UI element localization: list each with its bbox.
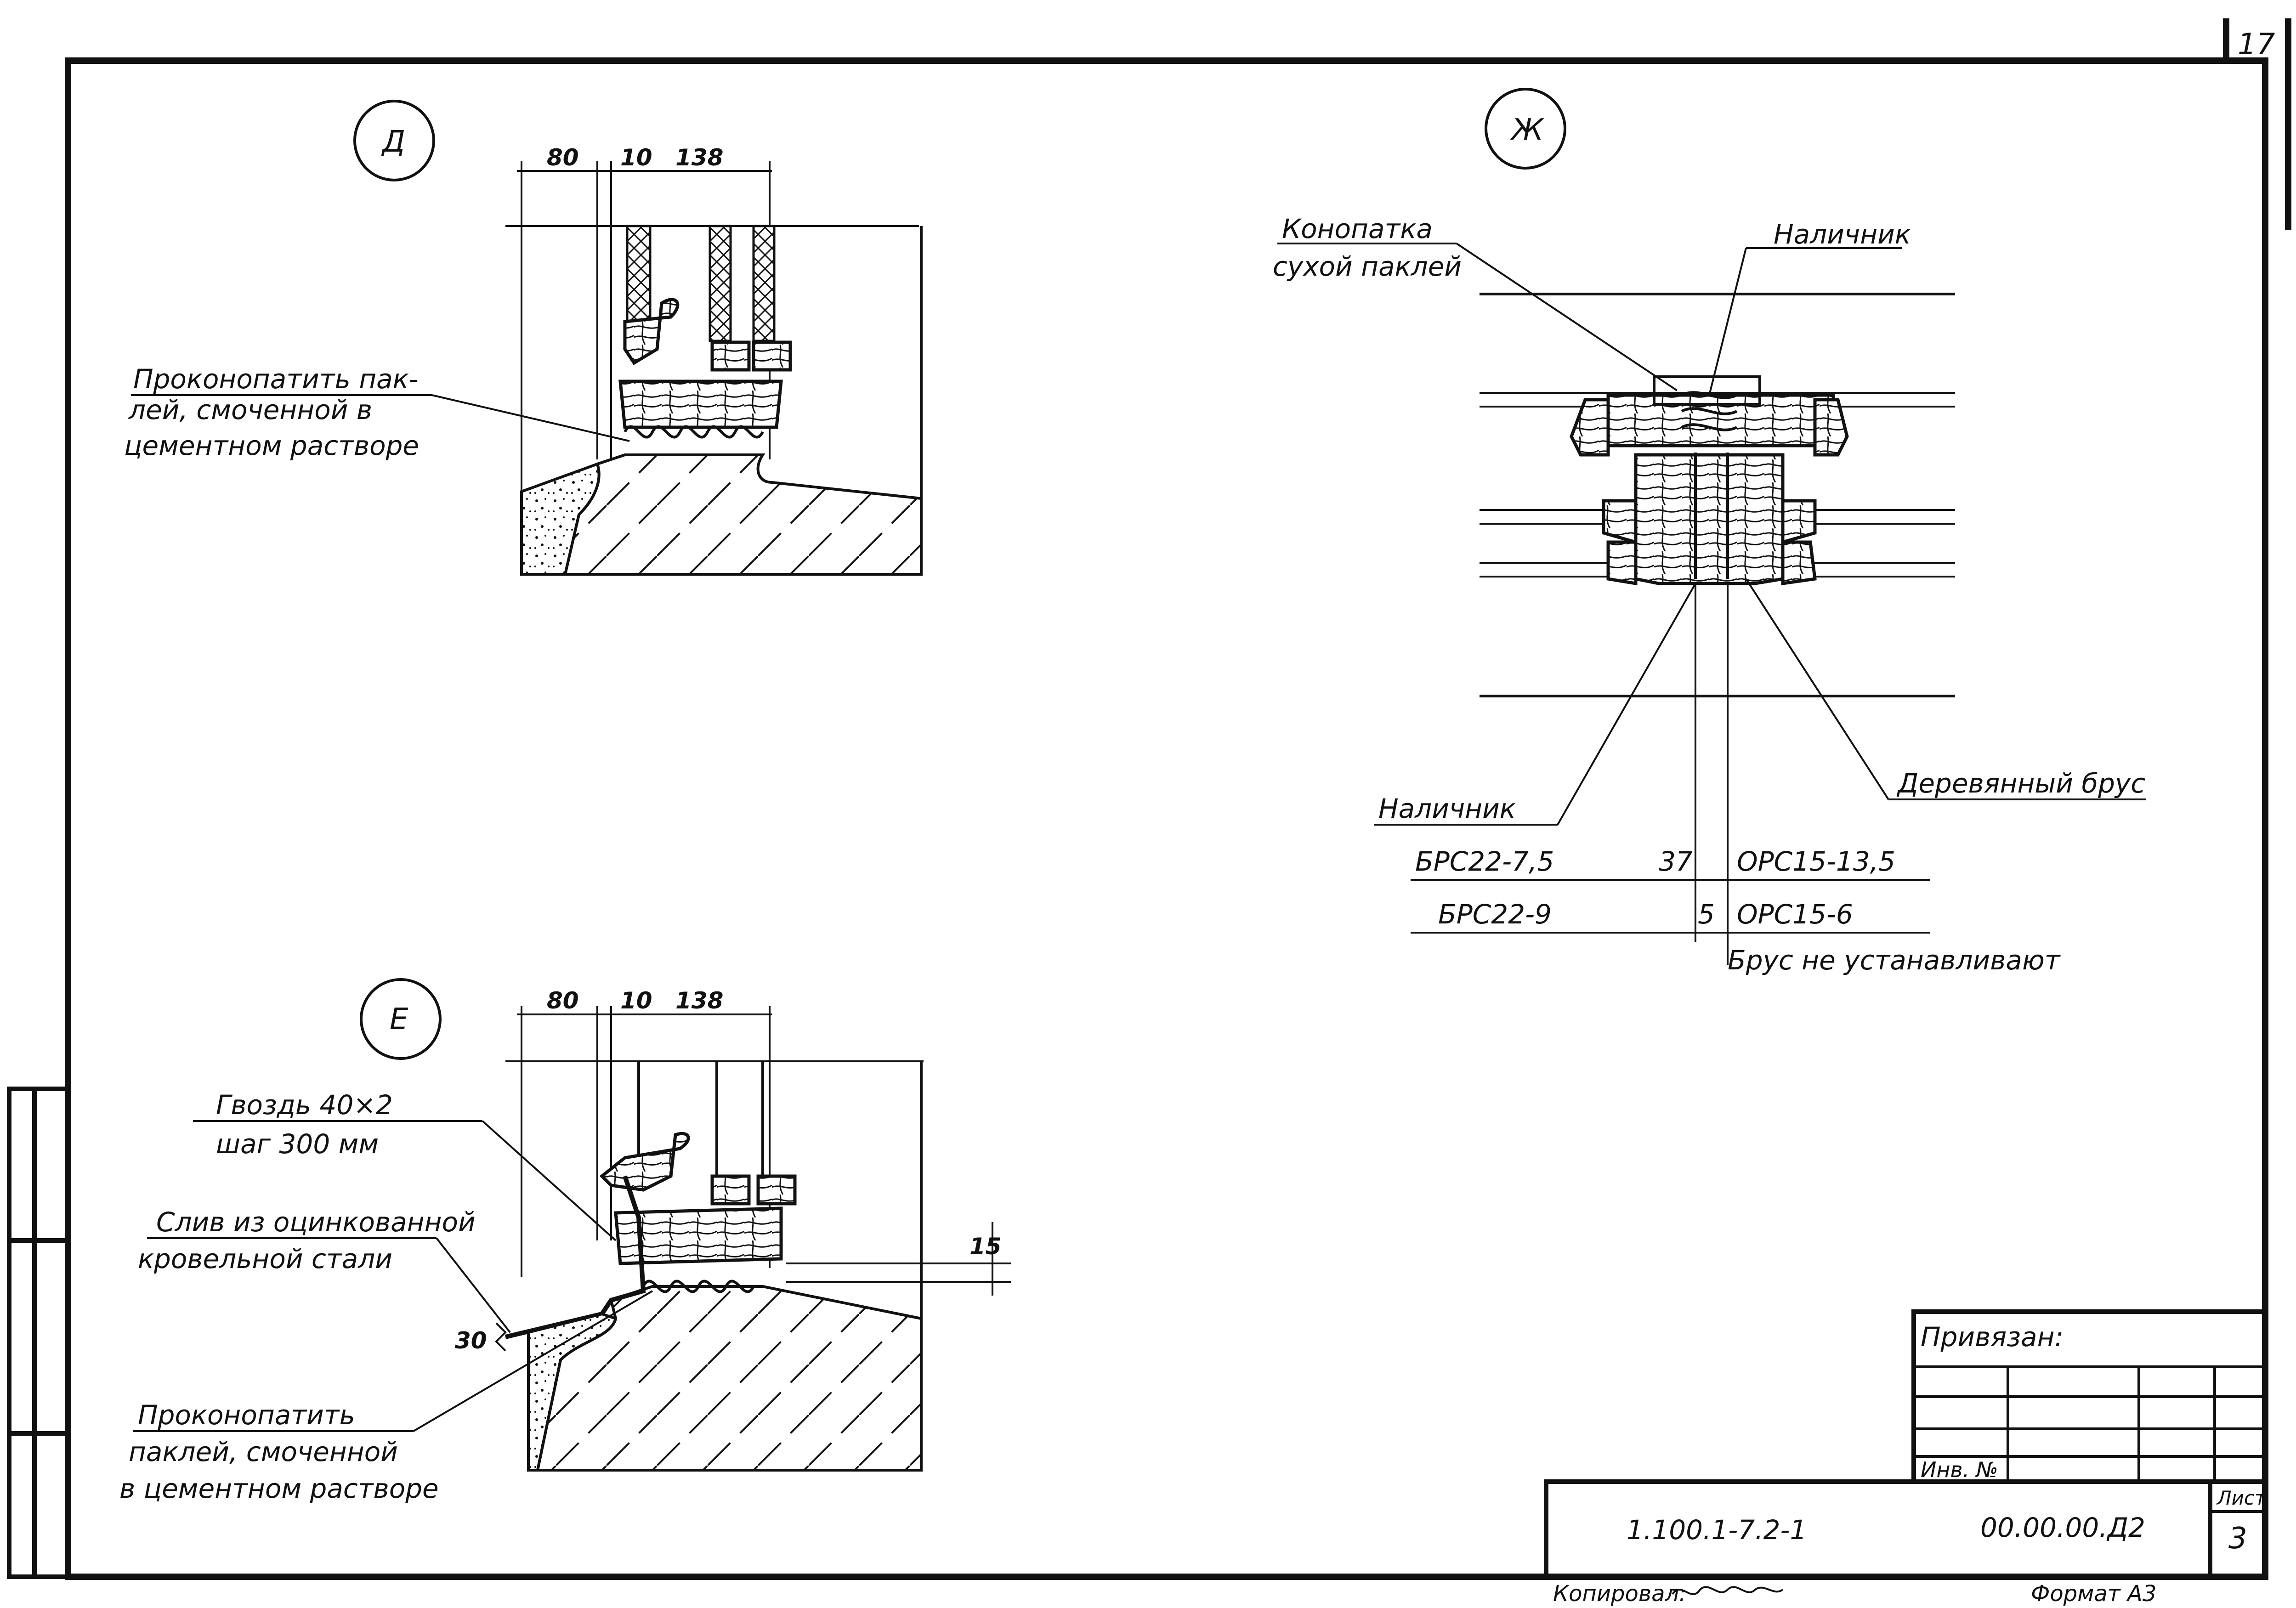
copied-label: Копировал: — [1553, 1581, 1686, 1607]
detail-d-note-2: лей, смоченной в — [128, 394, 372, 425]
detail-e-nail-1: Гвоздь 40×2 — [216, 1089, 393, 1121]
detail-zh-row1-dim: 37 — [1659, 846, 1693, 877]
sheet-value: 3 — [2228, 1522, 2247, 1556]
detail-e-drip-1: Слив из оцинкованной — [156, 1206, 476, 1238]
inv-no-label: Инв. № — [1921, 1457, 1998, 1482]
detail-e: Е 80 10 138 15 30 Гвоздь 40×2 шаг 300 мм — [119, 978, 1011, 1504]
title-block: Привязан: Инв. № 1.100.1-7.2-1 00.00.00.… — [1544, 1309, 2268, 1579]
detail-e-marker — [360, 978, 442, 1060]
detail-e-dim-138: 138 — [675, 987, 723, 1014]
detail-d-marker-label: Д — [381, 125, 405, 159]
detail-d: Д 80 10 138 Проконопатить пак- лей, смоч… — [124, 100, 923, 576]
sheet-label: Лист — [2216, 1487, 2267, 1509]
format-label: Формат А3 — [2031, 1581, 2156, 1607]
detail-d-note-3: цементном растворе — [124, 430, 419, 461]
detail-zh-row1-right: ОРС15-13,5 — [1737, 846, 1895, 877]
detail-zh-row2-left: БРС22-9 — [1438, 899, 1552, 930]
copier-signature — [1672, 1586, 1784, 1595]
detail-zh-trim-bottom: Наличник — [1378, 793, 1516, 824]
detail-e-drip-2: кровельной стали — [138, 1243, 392, 1274]
detail-e-caulk-3: в цементном растворе — [119, 1473, 439, 1504]
detail-zh-caulk-2: сухой паклей — [1273, 251, 1462, 282]
detail-e-dim-15: 15 — [969, 1233, 1002, 1260]
detail-e-caulk-1: Проконопатить — [138, 1399, 355, 1431]
detail-d-dim-80: 80 — [547, 144, 579, 171]
detail-d-dim-10: 10 — [620, 144, 652, 171]
detail-e-marker-label: Е — [390, 1002, 408, 1036]
detail-zh-no-beam: Брус не устанавливают — [1728, 945, 2061, 976]
doc-code: 1.100.1-7.2-1 — [1627, 1514, 1807, 1546]
sheet-number: 17 — [2238, 28, 2275, 62]
sheet-frame — [7, 18, 2291, 1580]
detail-zh-row2-dim: 5 — [1698, 899, 1715, 930]
detail-zh-marker-label: Ж — [1510, 113, 1545, 147]
detail-zh-row1-left: БРС22-7,5 — [1415, 846, 1554, 877]
detail-e-dim-10: 10 — [620, 987, 652, 1014]
detail-e-nail-2: шаг 300 мм — [216, 1128, 379, 1160]
detail-zh-row2-right: ОРС15-6 — [1737, 899, 1853, 930]
detail-e-caulk-2: паклей, смоченной — [129, 1436, 398, 1467]
detail-zh-trim-top: Наличник — [1774, 219, 1911, 250]
detail-d-marker — [353, 100, 435, 181]
detail-zh-caulk-1: Конопатка — [1282, 213, 1433, 244]
detail-zh: Ж Конопатка сухой паклей Наличник Наличн… — [1273, 88, 2146, 976]
attached-label: Привязан: — [1921, 1321, 2064, 1353]
detail-e-dim-30: 30 — [455, 1327, 487, 1354]
detail-d-dim-138: 138 — [675, 144, 723, 171]
detail-e-dim-80: 80 — [547, 987, 579, 1014]
drawing-code: 00.00.00.Д2 — [1980, 1512, 2145, 1543]
detail-d-note-1: Проконопатить пак- — [133, 363, 419, 395]
detail-zh-marker — [1485, 88, 1566, 170]
detail-zh-wood-beam: Деревянный брус — [1896, 768, 2145, 799]
